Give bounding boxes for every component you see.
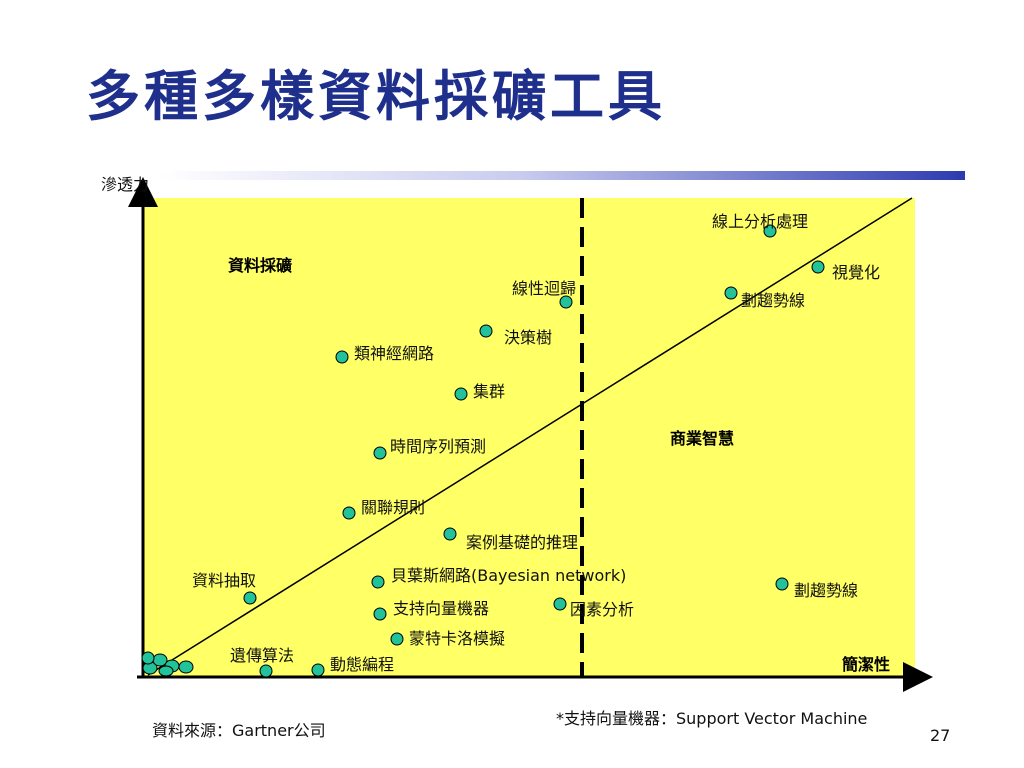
tool-dot-6 <box>454 387 468 401</box>
origin-dot-cluster <box>141 651 194 677</box>
tool-label-6: 集群 <box>473 382 505 401</box>
tool-dot-3 <box>559 295 573 309</box>
tool-label-0: 線上分析處理 <box>712 212 808 231</box>
tool-dot-16 <box>259 664 273 678</box>
footer-note: *支持向量機器：Support Vector Machine <box>556 709 868 728</box>
tool-label-11: 資料抽取 <box>192 571 256 590</box>
tool-dot-2 <box>724 286 738 300</box>
tool-dot-5 <box>335 350 349 364</box>
region-label-business-intelligence: 商業智慧 <box>670 429 734 448</box>
tool-dot-14 <box>553 597 567 611</box>
tool-dot-9 <box>443 527 457 541</box>
tool-label-5: 類神經網路 <box>354 344 434 363</box>
tool-dot-12 <box>775 577 789 591</box>
tool-dot-13 <box>373 607 387 621</box>
tool-dot-17 <box>311 663 325 677</box>
tool-dot-11 <box>243 591 257 605</box>
tool-label-9: 案例基礎的推理 <box>466 533 578 552</box>
y-axis-label: 滲透力 <box>101 175 149 194</box>
footer-source: 資料來源：Gartner公司 <box>152 721 326 740</box>
tool-label-7: 時間序列預測 <box>390 437 486 456</box>
tool-dot-10 <box>371 575 385 589</box>
tool-dot-15 <box>390 632 404 646</box>
title-divider-endcap <box>957 171 965 180</box>
tool-dot-4 <box>479 324 493 338</box>
tool-label-8: 關聯規則 <box>361 498 425 517</box>
x-axis-label: 簡潔性 <box>841 655 890 674</box>
region-label-data-mining: 資料採礦 <box>228 256 292 275</box>
tool-label-13: 支持向量機器 <box>393 599 489 618</box>
tool-label-17: 動態編程 <box>330 655 394 674</box>
tool-label-16: 遺傳算法 <box>230 646 294 665</box>
tool-dot-1 <box>811 260 825 274</box>
tool-label-1: 視覺化 <box>832 263 880 282</box>
tool-label-3: 線性迴歸 <box>512 279 576 298</box>
diagonal-trend-line <box>147 197 913 676</box>
page-title: 多種多樣資料採礦工具 <box>86 64 666 128</box>
page-number: 27 <box>930 726 951 745</box>
tool-label-14: 因素分析 <box>570 600 634 619</box>
title-divider-bar <box>160 171 965 180</box>
tool-dot-7 <box>373 446 387 460</box>
tool-label-2: 劃趨勢線 <box>741 291 805 310</box>
tool-label-10: 貝葉斯網路(Bayesian network) <box>391 566 626 585</box>
tool-dot-8 <box>342 506 356 520</box>
tool-label-4: 決策樹 <box>504 328 552 347</box>
tool-dot-0 <box>763 224 777 238</box>
tool-label-15: 蒙特卡洛模擬 <box>409 629 505 648</box>
tool-label-12: 劃趨勢線 <box>794 581 858 600</box>
